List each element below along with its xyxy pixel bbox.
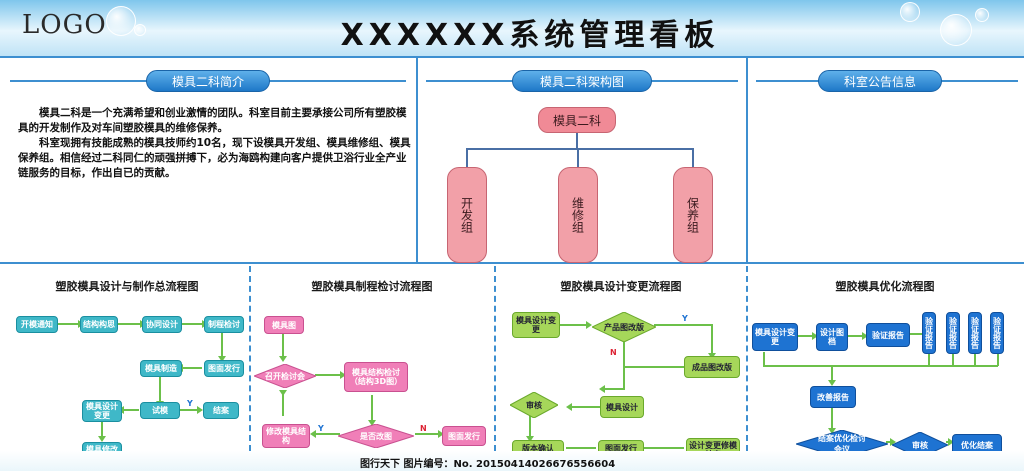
- watermark: 图行天下 图片编号：No. 20150414026676556604: [360, 459, 616, 470]
- flow-node: 图面发行: [442, 426, 486, 446]
- flow-decision: 是否改图: [338, 424, 414, 448]
- flow-node: 改善报告: [810, 386, 856, 408]
- logo: LOGO: [22, 10, 107, 40]
- section-title-intro: 模具二科简介: [146, 70, 270, 92]
- flow-node: 模具图: [264, 316, 304, 334]
- org-node-root: 模具二科: [538, 107, 616, 133]
- org-connector: [576, 133, 578, 149]
- divider: [416, 56, 418, 262]
- org-connector: [577, 148, 579, 168]
- flow-node: 成品图改版: [684, 356, 740, 378]
- flow-title: 塑胶模具设计与制作总流程图: [55, 280, 199, 293]
- flow-label-yes: Y: [187, 399, 193, 408]
- flow-connectors: [763, 332, 999, 446]
- flow-node: 验证报告: [968, 312, 982, 354]
- section-title-notice: 科室公告信息: [818, 70, 942, 92]
- divider: [746, 266, 748, 451]
- bubble-decoration: [900, 2, 920, 22]
- bubble-decoration: [106, 6, 136, 36]
- divider: [746, 56, 748, 262]
- bubble-decoration: [940, 14, 972, 46]
- flow-node: 验证报告: [990, 312, 1004, 354]
- org-connector: [466, 148, 468, 168]
- flow-decision-label: 产品图改版: [604, 322, 644, 332]
- org-node-repair: 维修组: [558, 167, 598, 263]
- flow-label-no: N: [610, 348, 617, 357]
- divider: [0, 56, 1024, 58]
- intro-paragraph: 科室现拥有技能成熟的模具技师约10名，现下设模具开发组、模具维修组、模具保养组。…: [18, 137, 411, 179]
- divider: [249, 266, 251, 451]
- flow-node: 模具设计变更: [82, 400, 122, 422]
- flow-node: 模具制造: [140, 360, 182, 377]
- flow-decision-label: 结案优化检讨会议: [818, 434, 866, 454]
- flow-decision-label: 召开检讨会: [265, 371, 305, 381]
- flow-node: 图面发行: [204, 360, 244, 377]
- flow-node: 验证报告: [922, 312, 936, 354]
- flow-decision: 产品图改版: [592, 312, 656, 342]
- flow-node: 协同设计: [142, 316, 182, 333]
- flow-label-yes: Y: [318, 424, 324, 433]
- org-connector: [692, 148, 694, 168]
- flow-connectors: [279, 334, 444, 438]
- footer-band: [0, 451, 1024, 471]
- flow-node: 模具结构检讨（结构3D图）: [344, 362, 408, 392]
- flow-connectors: [526, 321, 716, 449]
- header-banner: [0, 0, 1024, 56]
- flow-decision-label: 是否改图: [360, 431, 392, 441]
- org-node-maint: 保养组: [673, 167, 713, 263]
- org-node-dev: 开发组: [447, 167, 487, 263]
- flow-decision-label: 审核: [526, 400, 542, 410]
- flow-node: 试模: [140, 402, 180, 419]
- flow-label-no: N: [420, 424, 427, 433]
- flow-node: 验证报告: [866, 323, 910, 347]
- flow-node: 设计图档: [816, 323, 848, 351]
- flow-node: 验证报告: [946, 312, 960, 354]
- flow-node: 模具设计: [600, 396, 644, 418]
- flow-node: 模具设计变更: [752, 323, 798, 351]
- divider: [0, 262, 1024, 264]
- flow-node: 制程检讨: [204, 316, 244, 333]
- bubble-decoration: [134, 24, 146, 36]
- flow-decision-label: 审核: [912, 440, 928, 450]
- intro-text: 模具二科是一个充满希望和创业激情的团队。科室目前主要承接公司所有塑胶模具的开发制…: [18, 106, 413, 181]
- flow-decision: 召开检讨会: [254, 364, 316, 388]
- flow-node: 结构构思: [80, 316, 118, 333]
- flow-node: 结案: [203, 402, 239, 419]
- flow-title: 塑胶模具优化流程图: [835, 280, 935, 293]
- intro-paragraph: 模具二科是一个充满希望和创业激情的团队。科室目前主要承接公司所有塑胶模具的开发制…: [18, 107, 407, 134]
- bubble-decoration: [975, 8, 989, 22]
- flow-node: 开模通知: [16, 316, 58, 333]
- divider: [494, 266, 496, 451]
- flow-node: 模具设计变更: [512, 312, 560, 338]
- flow-title: 塑胶模具制程检讨流程图: [311, 280, 433, 293]
- flow-node: 修改模具结构: [262, 424, 310, 448]
- flow-decision: 审核: [510, 392, 558, 418]
- flow-label-yes: Y: [682, 314, 688, 323]
- page-title: XXXXXX系统管理看板: [340, 18, 720, 53]
- section-title-org: 模具二科架构图: [512, 70, 652, 92]
- flow-title: 塑胶模具设计变更流程图: [560, 280, 682, 293]
- org-connector: [466, 148, 694, 150]
